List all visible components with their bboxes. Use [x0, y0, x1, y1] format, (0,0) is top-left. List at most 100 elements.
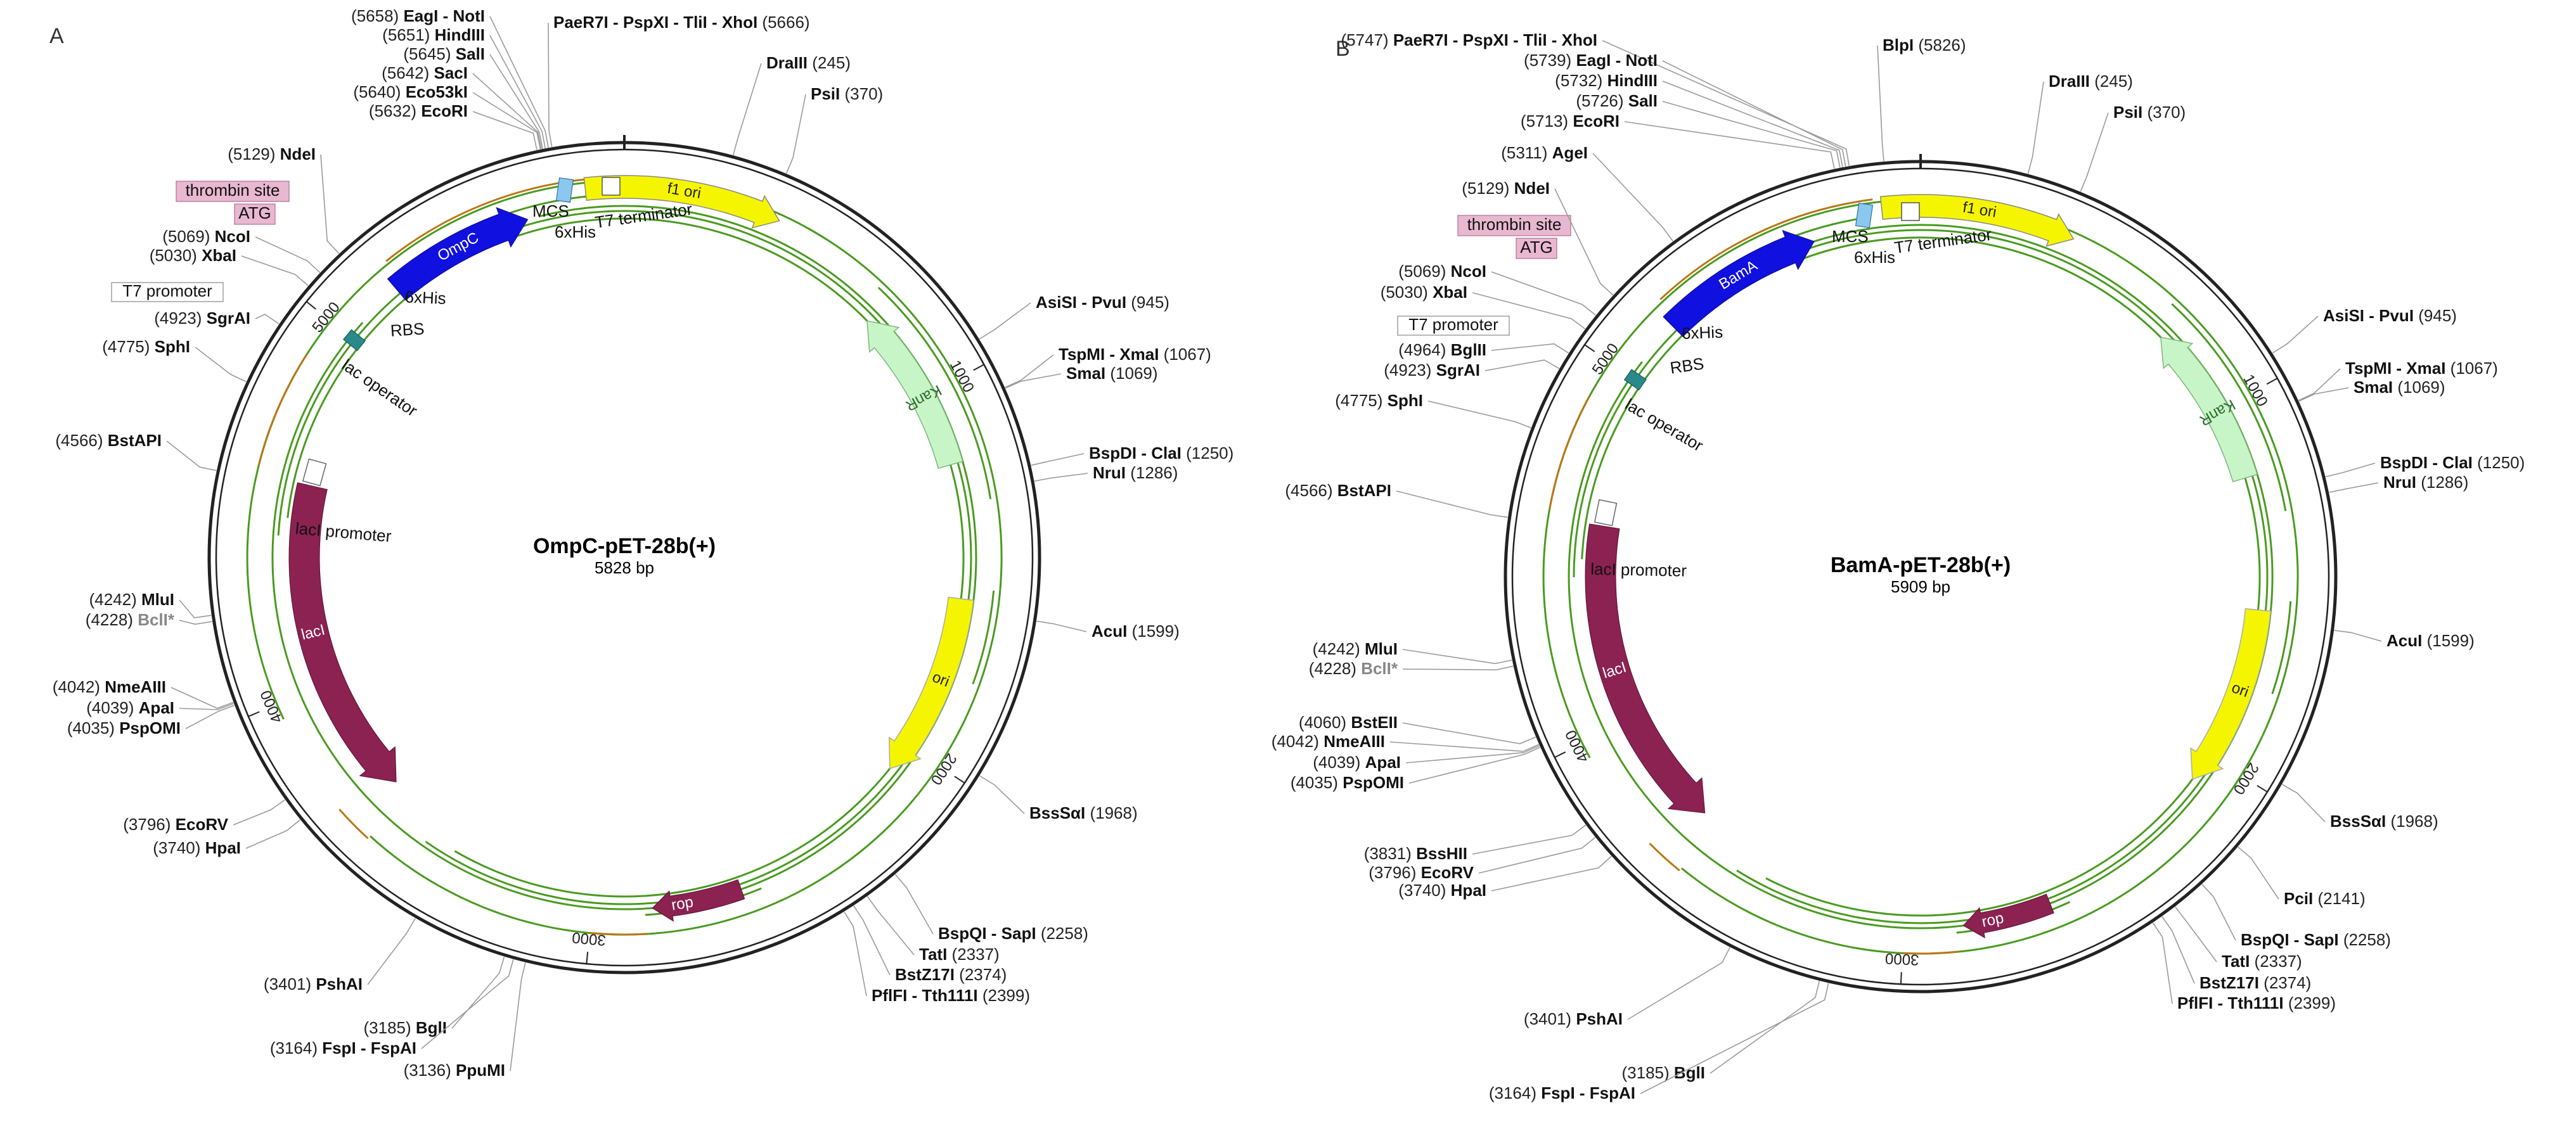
site-position: (1250) — [1186, 444, 1233, 463]
site-name: BspDI - ClaI — [1089, 444, 1186, 463]
leader-line — [241, 255, 309, 286]
his-tag-right-label: 6xHis — [555, 222, 596, 241]
tick-label: 1000 — [946, 357, 977, 395]
site-label: (3401) PshAI — [264, 974, 363, 993]
site-name: NcoI — [215, 227, 250, 246]
laci-arrow — [288, 482, 397, 782]
orf-arc-alt — [589, 931, 647, 936]
atg-label: ATG — [238, 203, 271, 222]
site-pcii: PciI (2141) — [2238, 846, 2366, 908]
orf-arc-alt — [1549, 396, 1590, 510]
site-position: (4775) — [1335, 391, 1387, 410]
leader-line — [2298, 368, 2341, 401]
site-mlui: (4242) MluI — [89, 590, 212, 618]
site-apai: (4039) ApaI — [86, 698, 234, 717]
site-label: BssSαI (1968) — [1029, 803, 1138, 822]
site-name: NruI — [2383, 473, 2421, 492]
site-pspomi: (4035) PspOMI — [1291, 746, 1541, 792]
leader-line — [2329, 482, 2379, 493]
leader-line — [2298, 387, 2349, 402]
backbone-ring — [207, 135, 1041, 974]
site-label: (4039) ApaI — [1313, 753, 1401, 772]
site-name: FspI - FspAI — [1541, 1083, 1635, 1102]
site-name: PflFI - Tth111I — [872, 986, 982, 1005]
site-sgrai: (4923) SgrAI — [1384, 359, 1560, 380]
site-label: (5747) PaeR7I - PspXI - TliI - XhoI — [1341, 30, 1597, 49]
site-sphi: (4775) SphI — [102, 337, 247, 383]
site-smai: SmaI (1069) — [1005, 364, 1158, 389]
leader-line — [844, 911, 867, 997]
site-label: (5658) EagI - NotI — [351, 6, 485, 25]
site-name: EcoRI — [1573, 112, 1620, 131]
site-name: TatI — [919, 945, 952, 964]
site-bgli: (3185) BglI — [364, 956, 505, 1037]
site-position: (945) — [2418, 306, 2457, 325]
site-label: (4228) BclI* — [86, 610, 175, 629]
site-xbai: (5030) XbaI — [1381, 283, 1586, 329]
site-psii: PsiI (370) — [2080, 103, 2186, 192]
orf-arc — [2171, 303, 2287, 511]
site-position: (5713) — [1521, 112, 1573, 131]
orf-arc-alt — [1659, 198, 1873, 300]
orf-arc-alt — [1649, 843, 1680, 872]
site-position: (2258) — [1041, 924, 1088, 943]
site-pshai: (3401) PshAI — [264, 917, 416, 993]
site-name: NruI — [1093, 463, 1130, 482]
site-position: (3401) — [264, 974, 316, 993]
site-name: AcuI — [1092, 622, 1132, 641]
site-label: PaeR7I - PspXI - TliI - XhoI (5666) — [553, 13, 810, 32]
site-bstapi: (4566) BstAPI — [1285, 481, 1508, 518]
site-name: TatI — [2222, 952, 2255, 971]
site-name: BglII — [1451, 340, 1486, 359]
site-asisi-pvui: AsiSI - PvuI (945) — [2272, 306, 2457, 354]
site-name: NdeI — [280, 144, 316, 163]
tick-label: 2000 — [2230, 760, 2262, 798]
site-name: SalI — [1628, 91, 1658, 110]
site-asisi-pvui: AsiSI - PvuI (945) — [979, 293, 1169, 340]
insert-gene-arrow — [1663, 229, 1815, 337]
site-hindiii: (5732) HindIII — [1555, 71, 1843, 167]
site-label: BlpI (5826) — [1883, 35, 1966, 54]
site-label: PflFI - Tth111I (2399) — [872, 986, 1030, 1005]
site-name: BglI — [416, 1018, 447, 1037]
lac-operator-label: lac operator — [338, 355, 421, 421]
site-label: (4775) SphI — [102, 337, 190, 356]
tick-label: 3000 — [1884, 950, 1919, 969]
site-bcli: (4228) BclI* — [1309, 659, 1514, 678]
site-name: BclI* — [138, 610, 175, 629]
site-name: BssSαI — [1029, 803, 1090, 822]
site-bsss-i: BssSαI (1968) — [2282, 784, 2438, 831]
site-hpai: (3740) HpaI — [153, 819, 301, 857]
site-tspmi-xmai: TspMI - XmaI (1067) — [1005, 345, 1211, 388]
site-label: (4923) SgrAI — [1384, 361, 1480, 380]
site-name: ApaI — [1365, 753, 1401, 772]
leader-line — [171, 687, 234, 709]
tick-mark — [1554, 751, 1566, 758]
site-position: (4042) — [1272, 732, 1323, 751]
site-position: (5069) — [1398, 262, 1450, 281]
site-position: (5129) — [1462, 179, 1514, 198]
site-position: (5640) — [353, 82, 405, 101]
site-name: AsiSI - PvuI — [1036, 293, 1131, 312]
site-name: SphI — [155, 337, 190, 356]
site-name: BstZ17I — [895, 965, 959, 984]
site-eagi-noti: (5739) EagI - NotI — [1524, 51, 1846, 167]
orf-arc — [877, 286, 992, 499]
site-position: (3401) — [1524, 1009, 1576, 1028]
restriction-sites: BlpI (5826) (5747) PaeR7I - PspXI - TliI … — [1272, 30, 2525, 1102]
orf-arc-alt — [257, 353, 308, 466]
leader-line — [489, 16, 549, 148]
site-draiii: DraIII (245) — [733, 53, 851, 156]
site-position: (1599) — [1132, 622, 1180, 641]
f1-ori-arrow — [583, 175, 780, 229]
site-xbai: (5030) XbaI — [150, 246, 309, 286]
leader-line — [853, 905, 891, 976]
leader-line — [1396, 490, 1508, 518]
site-tati: TatI (2337) — [866, 896, 1000, 964]
leader-line — [472, 92, 541, 150]
site-label: (5129) NdeI — [1462, 179, 1550, 198]
site-apai: (4039) ApaI — [1313, 745, 1540, 772]
leader-line — [894, 874, 934, 935]
leader-line — [1031, 453, 1085, 466]
